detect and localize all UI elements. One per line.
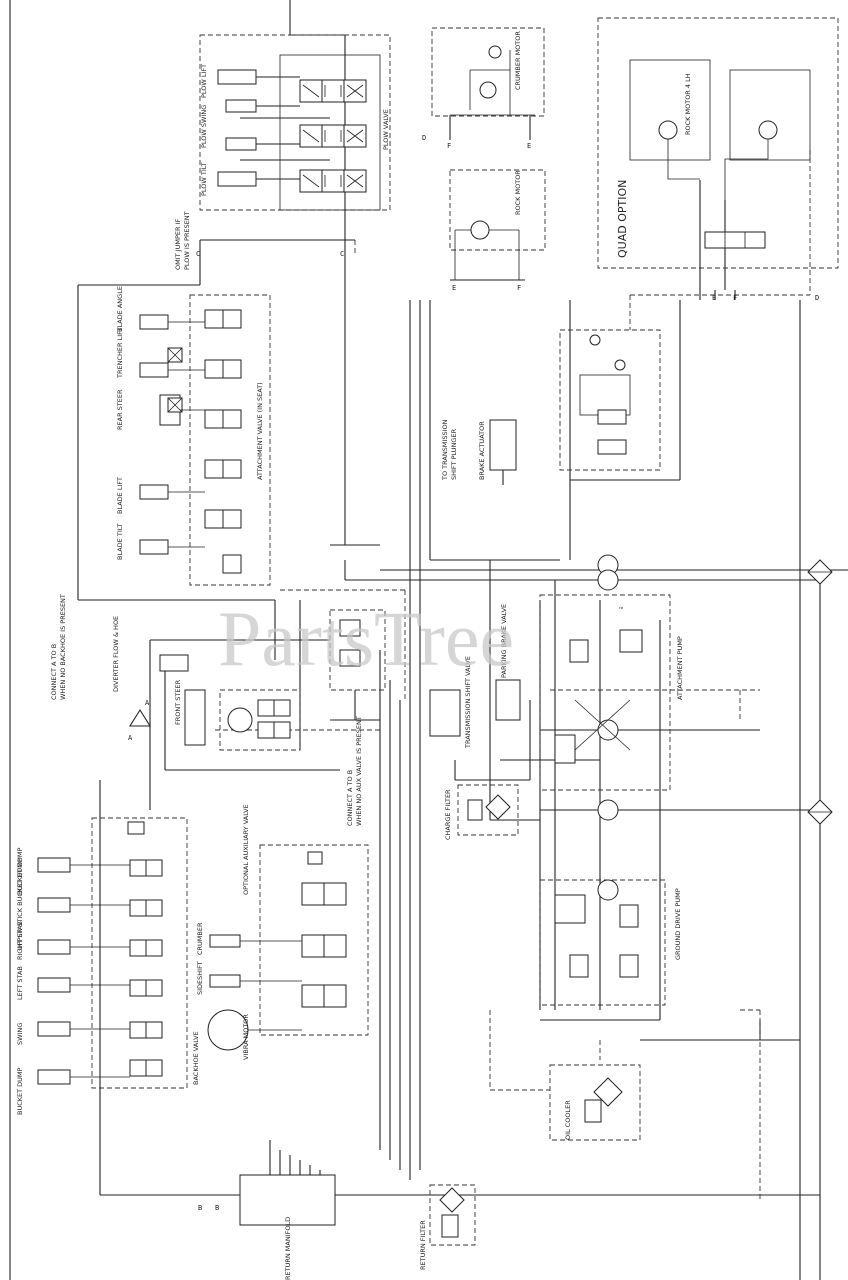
quad-option-group: QUAD OPTION ROCK MOTOR 4 LH E F D	[597, 17, 839, 302]
label-plow-present: PLOW IS PRESENT	[183, 211, 191, 270]
port-f-rock: F	[517, 284, 521, 292]
port-c-right: C	[340, 250, 344, 258]
crumber-motor-group: CRUMBER MOTOR D F E	[422, 27, 545, 150]
label-crumber: CRUMBER	[196, 922, 204, 955]
label-diverter-flow: DIVERTER FLOW & HOE	[112, 616, 120, 692]
label-plow-swing: PLOW SWING	[200, 105, 208, 148]
label-return-filter: RETURN FILTER	[419, 1220, 427, 1270]
port-a-diverter: A	[145, 699, 150, 707]
main-lines	[9, 0, 848, 1280]
watermark-text: PartsTree	[218, 595, 514, 682]
label-rock-motor: ROCK MOTOR	[514, 170, 522, 215]
label-oil-cooler: OIL COOLER	[564, 1100, 572, 1140]
label-backhoe-valve: BACKHOE VALVE	[192, 1031, 200, 1085]
label-blade-lift: BLADE LIFT	[116, 477, 124, 514]
attachment-spools	[204, 309, 242, 574]
right-edge-coolers	[807, 559, 833, 825]
label-crumber-motor: CRUMBER MOTOR	[514, 31, 522, 90]
label-rear-steer: REAR STEER	[116, 389, 124, 430]
label-blade-angle: BLADE ANGLE	[116, 286, 124, 332]
ground-drive-pump-group: GROUND DRIVE PUMP	[539, 799, 682, 1006]
label-sideshift: SIDESHIFT	[196, 961, 204, 995]
label-optional-aux-valve: OPTIONAL AUXILIARY VALVE	[242, 804, 250, 895]
label-connect-a-to-b: CONNECT A TO B	[50, 644, 58, 700]
label-parking-brake: PARKING BRAKE VALVE	[500, 604, 508, 678]
port-e-quad: E	[712, 294, 716, 302]
backhoe-spools	[129, 859, 163, 1077]
label-upper-stick: UPPER STICK BUCKET DUMP	[16, 858, 24, 950]
transmission-group: TO TRANSMISSION SHIFT PLUNGER BRAKE ACTU…	[441, 419, 517, 485]
return-group: RETURN FILTER RETURN MANIFOLD B B	[198, 1174, 476, 1280]
label-charge-filter: CHARGE FILTER	[444, 789, 452, 840]
rock-motor-group: ROCK MOTOR E F	[449, 169, 546, 292]
port-b-manifold: B	[198, 1204, 202, 1212]
label-when-no-aux: WHEN NO AUX VALVE IS PRESENT	[355, 716, 363, 826]
pilot-lines	[215, 150, 811, 1200]
port-d-quad: D	[815, 294, 819, 302]
backhoe-valve-group: BUCKET DUMP UPPER STICK BUCKET DUMP RIGH…	[16, 817, 200, 1115]
label-return-manifold: RETURN MANIFOLD	[284, 1217, 292, 1280]
label-swing: SWING	[16, 1023, 24, 1045]
label-left-stab: LEFT STAB	[16, 966, 24, 1000]
label-plow-valve: PLOW VALVE	[382, 109, 390, 150]
port-d-top: D	[422, 134, 426, 142]
label-right-stab: RIGHT STAB	[16, 921, 24, 960]
label-quad-option: QUAD OPTION	[616, 180, 629, 258]
label-front-steer: FRONT STEER	[174, 679, 182, 725]
label-rock-motor-2: ROCK MOTOR 4 LH	[684, 73, 692, 135]
label-shift-plunger: SHIFT PLUNGER	[450, 428, 458, 480]
port-e-rock: E	[452, 284, 456, 292]
label-plow-lift: PLOW LIFT	[200, 64, 208, 98]
port-f-quad: F	[733, 294, 737, 302]
aux-valve-group: OPTIONAL AUXILIARY VALVE CONNECT A TO B …	[196, 716, 369, 1060]
charge-filter-group: CHARGE FILTER	[444, 784, 519, 840]
label-trencher-lift: TRENCHER LIFT	[116, 327, 124, 379]
label-to-transmission: TO TRANSMISSION	[441, 419, 449, 481]
shift-brake-valves: TRANSMISSION SHIFT VALVE PARKING BRAKE V…	[429, 604, 521, 749]
attachment-valve-group: BLADE ANGLE TRENCHER LIFT REAR STEER BLA…	[116, 286, 271, 586]
port-f-top: F	[447, 142, 451, 150]
watermark: PartsTree ™	[218, 595, 625, 682]
diverter-group: DIVERTER FLOW & HOE CONNECT A TO B WHEN …	[50, 594, 386, 751]
label-when-no-backhoe: WHEN NO BACKHOE IS PRESENT	[59, 594, 67, 700]
port-e-top: E	[527, 142, 531, 150]
label-transmission-shift: TRANSMISSION SHIFT VALVE	[464, 656, 472, 749]
label-brake-actuator: BRAKE ACTUATOR	[478, 421, 486, 480]
motor-control-block	[559, 329, 661, 471]
watermark-tm: ™	[618, 606, 625, 614]
label-attachment-valve: ATTACHMENT VALVE (IN SEAT)	[256, 382, 264, 480]
label-omit-jumper: OMIT JUMPER IF	[174, 219, 182, 270]
port-a-diverter-2: A	[128, 734, 133, 742]
label-attachment-pump: ATTACHMENT PUMP	[676, 636, 684, 700]
port-b-manifold-2: B	[215, 1204, 219, 1212]
label-bucket-dump: BUCKET DUMP	[16, 847, 24, 895]
label-plow-tilt: PLOW TILT	[200, 162, 208, 196]
plow-valve-group: PLOW LIFT PLOW SWING PLOW TILT PLOW VALV…	[174, 34, 391, 270]
backhoe-cylinders	[37, 857, 71, 1085]
oil-cooler-group: OIL COOLER	[549, 1064, 641, 1141]
label-blade-tilt: BLADE TILT	[116, 524, 124, 560]
attachment-pump-group: ATTACHMENT PUMP	[539, 554, 684, 791]
port-c-left: C	[196, 250, 200, 258]
label-connect-a-to-b-2: CONNECT A TO B	[346, 770, 354, 826]
label-ground-drive-pump: GROUND DRIVE PUMP	[674, 888, 682, 960]
label-bucket-dump-2: BUCKET DUMP	[16, 1067, 24, 1115]
label-vibra-motor: VIBRA MOTOR	[242, 1014, 250, 1060]
